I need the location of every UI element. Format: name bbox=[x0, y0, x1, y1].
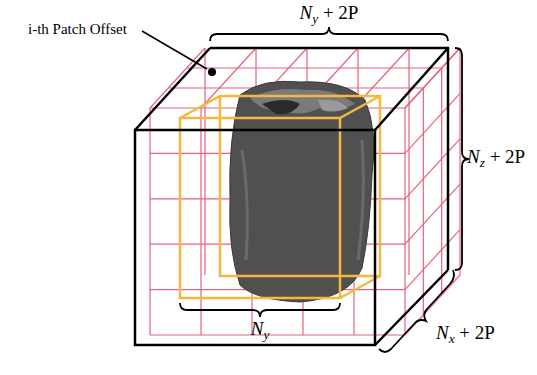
dimension-label: Nz + 2P bbox=[467, 146, 525, 171]
dimension-label: Ny + 2P bbox=[300, 2, 359, 27]
grid-line bbox=[405, 184, 460, 244]
grid-line bbox=[204, 48, 205, 275]
grid-line bbox=[405, 48, 460, 108]
padded-volume bbox=[135, 48, 448, 345]
grid-line bbox=[459, 48, 460, 275]
grid-line bbox=[150, 48, 205, 108]
scan-object bbox=[230, 81, 374, 302]
grid-line bbox=[187, 67, 442, 68]
dimension-label: Ny bbox=[251, 318, 270, 343]
offset-dot bbox=[208, 68, 216, 76]
grid-line bbox=[405, 93, 460, 153]
grid-line bbox=[405, 48, 460, 108]
dimension-brace bbox=[180, 27, 469, 352]
grid-line bbox=[149, 108, 150, 335]
inner-box bbox=[180, 96, 380, 298]
grid-line bbox=[441, 68, 442, 295]
patch-grid bbox=[150, 48, 460, 335]
grid-line bbox=[423, 88, 424, 315]
leader-line bbox=[142, 31, 207, 69]
dimension-label: Nx + 2P bbox=[436, 322, 495, 347]
grid-line bbox=[200, 108, 201, 335]
grid-line bbox=[404, 108, 405, 335]
grid-line bbox=[150, 334, 405, 335]
callout-label: i-th Patch Offset bbox=[28, 20, 127, 38]
grid-line bbox=[405, 139, 460, 199]
